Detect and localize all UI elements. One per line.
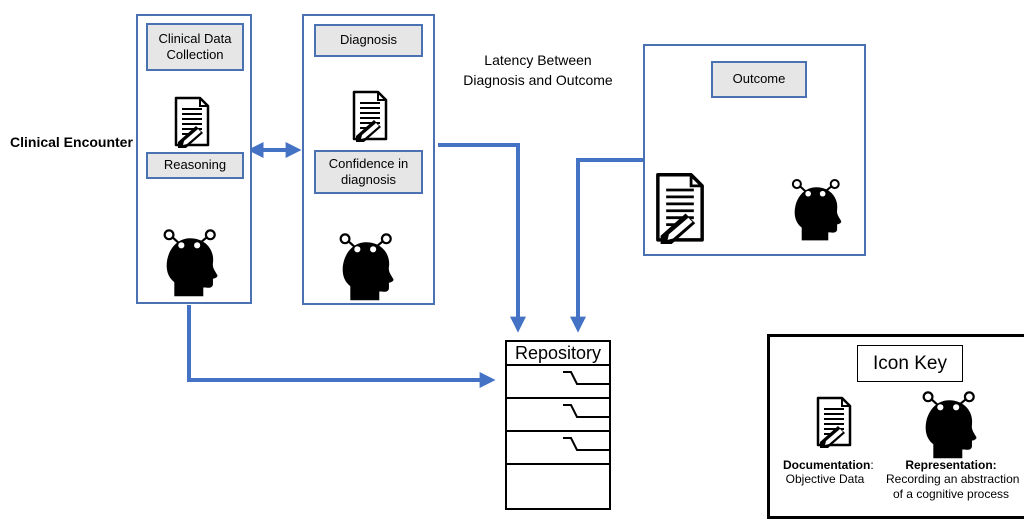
clinical-data-collection-box: Clinical Data Collection bbox=[146, 23, 244, 71]
head-icon bbox=[791, 179, 842, 241]
document-icon bbox=[352, 90, 388, 142]
latency-line2: Diagnosis and Outcome bbox=[463, 72, 613, 88]
arrow-diagnosis-to-repository bbox=[438, 143, 526, 333]
diagnosis-box: Diagnosis bbox=[314, 24, 423, 57]
latency-line1: Latency Between bbox=[484, 52, 592, 68]
outcome-box: Outcome bbox=[711, 61, 807, 98]
document-icon bbox=[656, 173, 704, 244]
reasoning-box: Reasoning bbox=[146, 152, 244, 179]
document-icon bbox=[174, 96, 210, 148]
icon-key-title: Icon Key bbox=[857, 345, 963, 382]
head-icon bbox=[339, 233, 394, 301]
head-icon bbox=[922, 391, 977, 459]
documentation-desc: Objective Data bbox=[785, 472, 865, 487]
representation-key-label: Representation: Recording an abstraction… bbox=[886, 458, 1020, 501]
collect-line1: Clinical Data bbox=[158, 30, 232, 46]
confidence-line1: Confidence in bbox=[328, 155, 409, 171]
arrow-encounter-to-repository bbox=[187, 305, 496, 388]
documentation-key-label: Documentation: Objective Data bbox=[783, 458, 874, 487]
representation-desc1: Recording an abstraction bbox=[886, 472, 1020, 487]
head-icon bbox=[163, 229, 218, 297]
collect-line2: Collection bbox=[166, 47, 224, 62]
clinical-encounter-label: Clinical Encounter bbox=[10, 134, 133, 150]
confidence-box: Confidence in diagnosis bbox=[314, 150, 423, 194]
repository-label: Repository bbox=[514, 343, 602, 363]
arrow-outcome-to-repository bbox=[570, 158, 644, 333]
document-icon bbox=[816, 396, 852, 448]
documentation-colon: : bbox=[870, 458, 874, 472]
repository-icon bbox=[505, 340, 611, 510]
representation-name: Representation: bbox=[905, 458, 997, 472]
documentation-name: Documentation bbox=[783, 458, 871, 472]
confidence-line2: diagnosis bbox=[341, 172, 396, 187]
latency-label: Latency Between Diagnosis and Outcome bbox=[458, 50, 618, 90]
representation-desc2: of a cognitive process bbox=[892, 486, 1010, 501]
